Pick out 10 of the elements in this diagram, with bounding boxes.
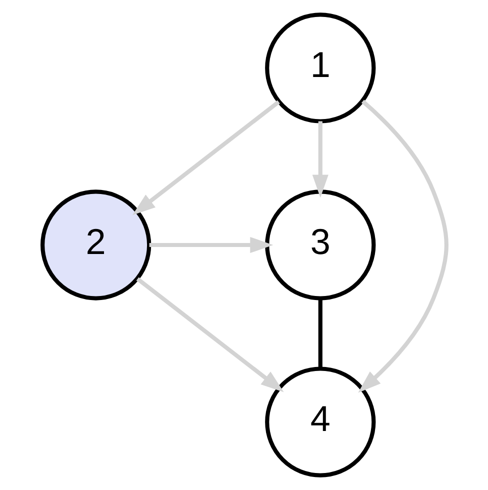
node-circle: 4 [264, 366, 376, 478]
connector [318, 298, 322, 369]
node-circle: 2 [40, 190, 151, 300]
arrow [312, 121, 328, 198]
arrow [148, 236, 273, 254]
arrow [136, 277, 284, 392]
arrow [358, 100, 448, 393]
node-circle: 1 [264, 12, 376, 124]
node-circle: 3 [264, 190, 376, 300]
arrow [132, 100, 280, 216]
